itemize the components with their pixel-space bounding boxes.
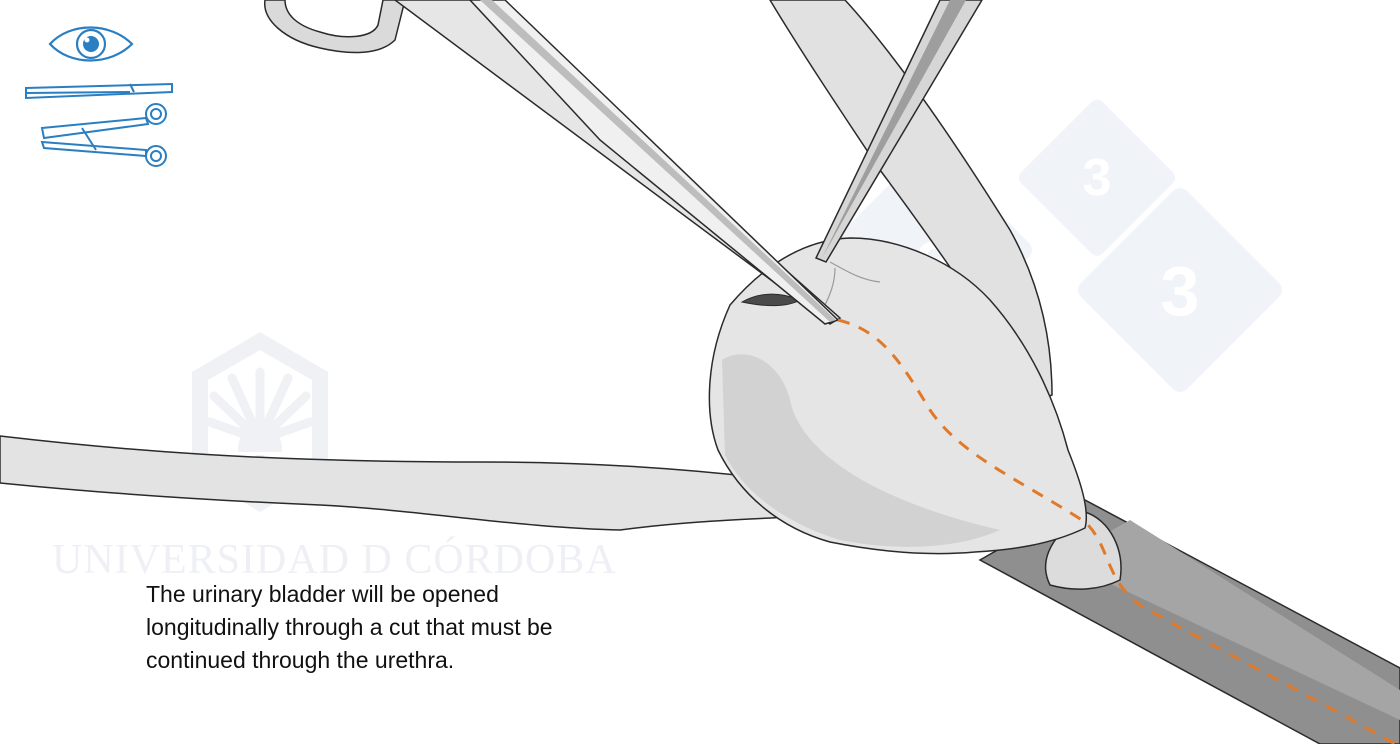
- scissors-icon: [40, 103, 167, 167]
- caption-line-2: longitudinally through a cut that must b…: [146, 614, 553, 640]
- watermark-number-2: 3: [1161, 252, 1200, 330]
- surgical-forceps: [814, 0, 983, 263]
- surgical-scissors: [264, 0, 842, 325]
- university-watermark-text: UNIVERSIDAD D CÓRDOBA: [52, 537, 617, 583]
- bladder-shadow: [722, 354, 1000, 547]
- caption-line-1: The urinary bladder will be opened: [146, 581, 499, 607]
- watermark-number-1: 3: [1083, 149, 1112, 207]
- eye-icon: [48, 26, 134, 62]
- urethra-shading: [1060, 520, 1400, 720]
- forceps-icon: [25, 82, 173, 100]
- caption-line-3: continued through the urethra.: [146, 647, 455, 673]
- tissue-band-left: [0, 435, 791, 531]
- caption: The urinary bladder will be opened longi…: [146, 578, 666, 677]
